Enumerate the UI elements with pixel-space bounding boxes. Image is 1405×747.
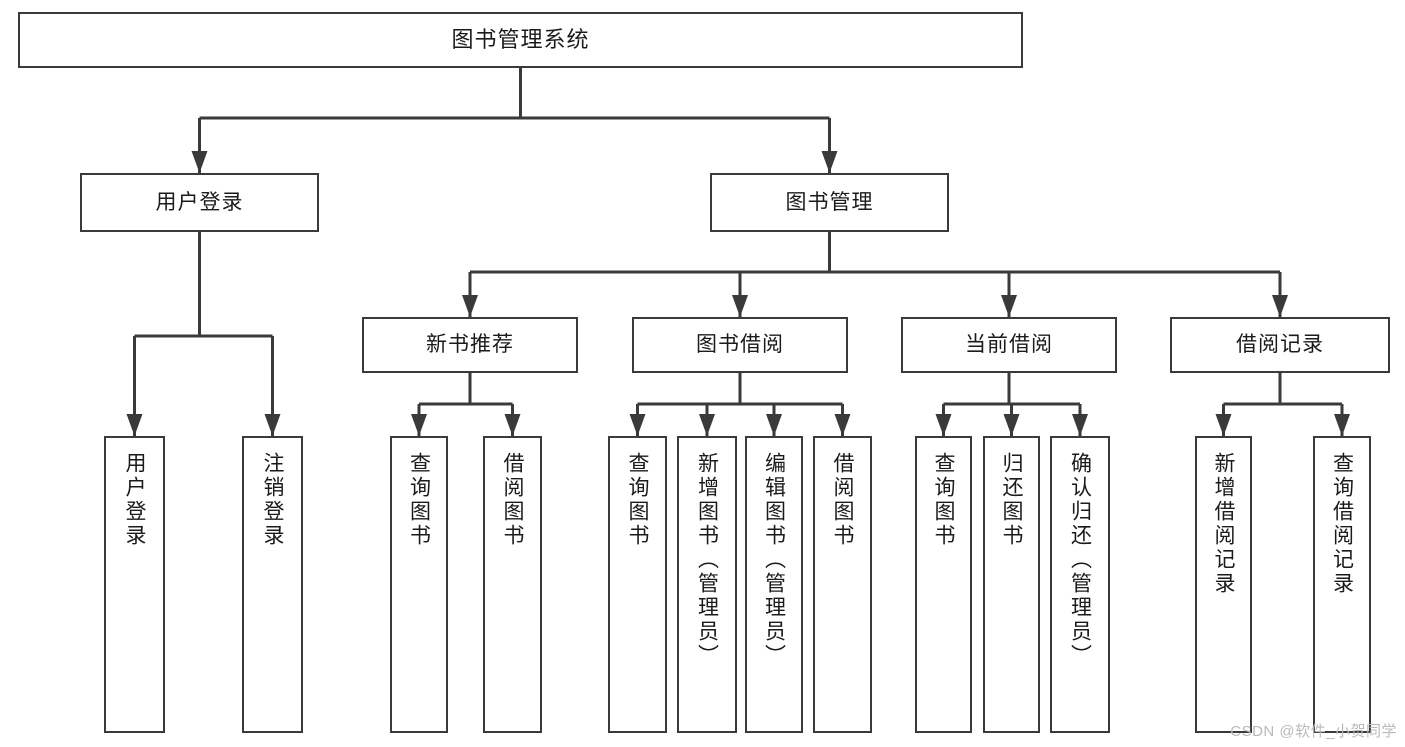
node-label: 查询借阅记录 — [1330, 452, 1354, 596]
arrow-head-icon — [629, 414, 646, 436]
node-l3_0[interactable]: 新书推荐 — [362, 317, 578, 373]
node-label: 图书管理系统 — [451, 26, 590, 52]
node-label: 编辑图书（管理员） — [762, 452, 786, 668]
arrow-head-icon — [1003, 414, 1020, 436]
node-label: 图书借阅 — [696, 333, 784, 357]
arrow-head-icon — [732, 295, 748, 317]
node-leaf_8[interactable]: 查询图书 — [915, 436, 972, 733]
node-l3_3[interactable]: 借阅记录 — [1170, 317, 1390, 373]
node-leaf_11[interactable]: 新增借阅记录 — [1195, 436, 1252, 733]
arrow-head-icon — [821, 151, 838, 173]
arrow-head-icon — [1215, 414, 1232, 436]
node-label: 用户登录 — [123, 452, 146, 548]
arrow-head-icon — [1272, 295, 1288, 317]
arrow-head-icon — [126, 414, 143, 436]
node-leaf_4[interactable]: 查询图书 — [608, 436, 667, 733]
node-l2_1[interactable]: 图书管理 — [710, 173, 949, 232]
arrow-head-icon — [834, 414, 851, 436]
node-label: 查询图书 — [407, 452, 431, 548]
node-label: 归还图书 — [1000, 452, 1023, 548]
arrow-head-icon — [766, 414, 782, 436]
node-label: 借阅图书 — [501, 452, 524, 548]
arrow-head-icon — [1001, 295, 1017, 317]
node-label: 图书管理 — [785, 190, 874, 214]
node-label: 确认归还（管理员） — [1068, 452, 1092, 668]
arrow-head-icon — [411, 414, 427, 436]
node-leaf_2[interactable]: 查询图书 — [390, 436, 448, 733]
node-label: 新增借阅记录 — [1212, 452, 1235, 596]
arrow-head-icon — [191, 151, 208, 173]
arrow-head-icon — [1072, 414, 1088, 436]
node-label: 新增图书（管理员） — [695, 452, 719, 668]
csdn-watermark: CSDN @软件_小贺同学 — [1230, 723, 1397, 740]
arrow-head-icon — [699, 414, 715, 436]
node-leaf_0[interactable]: 用户登录 — [104, 436, 165, 733]
node-leaf_5[interactable]: 新增图书（管理员） — [677, 436, 737, 733]
node-label: 借阅图书 — [831, 452, 854, 548]
arrow-head-icon — [462, 295, 478, 317]
node-leaf_12[interactable]: 查询借阅记录 — [1313, 436, 1371, 733]
node-l2_0[interactable]: 用户登录 — [80, 173, 319, 232]
node-label: 借阅记录 — [1236, 333, 1324, 357]
node-leaf_3[interactable]: 借阅图书 — [483, 436, 542, 733]
arrow-head-icon — [935, 414, 952, 436]
node-leaf_6[interactable]: 编辑图书（管理员） — [745, 436, 803, 733]
node-label: 注销登录 — [261, 452, 284, 548]
arrow-head-icon — [504, 414, 521, 436]
node-leaf_1[interactable]: 注销登录 — [242, 436, 303, 733]
node-label: 当前借阅 — [965, 333, 1053, 357]
node-label: 查询图书 — [932, 452, 955, 548]
node-label: 新书推荐 — [426, 333, 514, 357]
node-leaf_10[interactable]: 确认归还（管理员） — [1050, 436, 1110, 733]
node-leaf_7[interactable]: 借阅图书 — [813, 436, 872, 733]
node-root[interactable]: 图书管理系统 — [18, 12, 1023, 68]
node-l3_1[interactable]: 图书借阅 — [632, 317, 848, 373]
node-l3_2[interactable]: 当前借阅 — [901, 317, 1117, 373]
node-leaf_9[interactable]: 归还图书 — [983, 436, 1040, 733]
node-label: 查询图书 — [626, 452, 649, 548]
node-label: 用户登录 — [155, 190, 244, 214]
arrow-head-icon — [264, 414, 281, 436]
arrow-head-icon — [1334, 414, 1350, 436]
